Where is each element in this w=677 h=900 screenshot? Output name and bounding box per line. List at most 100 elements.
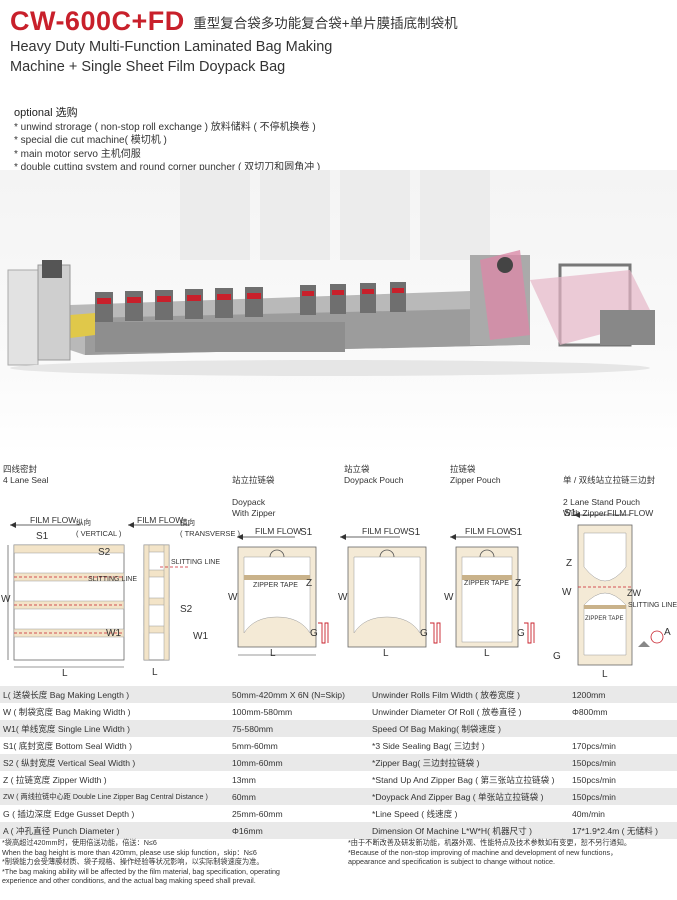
slitting-line-label: SLITTING LINE [88,576,138,583]
optional-list: optional 选购 * unwind strorage ( non-stop… [14,107,320,175]
g-label: G [553,651,561,662]
spec-cell: *Stand Up And Zipper Bag ( 第三张站立拉链袋 ) [372,774,555,785]
machine-photo [0,170,677,455]
film-flow-label: FILM FLOW [607,508,654,518]
note-line: When the bag height is more than 420mm, … [2,847,257,857]
optional-title: optional 选购 [14,107,78,119]
film-flow-label: FILM FLOW [30,515,77,525]
spec-cell: A ( 冲孔直径 Punch Diameter ) [3,825,120,836]
g-label: G [420,628,428,639]
bag-type-doypack-pouch: 站立袋 Doypack Pouch [344,464,404,486]
optional-item: * unwind strorage ( non-stop roll exchan… [14,121,316,133]
g-label: G [517,628,525,639]
optional-item: * special die cut machine( 模切机 ) [14,135,167,146]
spec-cell: W1( 单线宽度 Single Line Width ) [3,723,131,734]
diagram-transverse [128,522,190,661]
spec-cell: Unwinder Diameter Of Roll ( 放卷直径 ) [372,706,522,717]
diagram-4-lane [7,522,125,668]
spec-cell: 100mm-580mm [232,706,293,717]
spec-cell: S1( 底封宽度 Bottom Seal Width ) [3,740,132,751]
bag-type-doypack-zipper: 站立拉链袋 Doypack With Zipper [232,464,275,530]
spec-cell: 25mm-60mm [232,808,283,819]
z-label: Z [306,578,313,589]
title-en-line-2: Machine + Single Sheet Film Doypack Bag [10,59,286,75]
spec-cell: Z ( 拉链宽度 Zipper Width ) [3,774,107,785]
slitting-line-label: SLITTING LINE [171,559,221,566]
l-label: L [62,668,68,679]
title-en-line-1: Heavy Duty Multi-Function Laminated Bag … [10,39,333,55]
w1-label: W1 [106,628,121,639]
bag-type-en: 2 Lane Stand Pouch With Zipper [563,497,641,518]
spec-cell: Dimension Of Machine L*W*H( 机器尺寸 ) [372,825,532,836]
vertical-label: 纵向 ( VERTICAL ) [76,518,122,538]
l-label: L [270,648,276,659]
table-row: W1( 单线宽度 Single Line Width ) 75-580mm Sp… [0,720,677,737]
diagram-zipper-pouch [450,534,535,648]
s1-label: S1 [408,527,421,538]
zipper-tape-label: ZIPPER TAPE [585,616,624,622]
s2-label: S2 [98,547,111,558]
diagram-doypack-pouch [340,534,441,648]
table-row: L( 送袋长度 Bag Making Length ) 50mm-420mm X… [0,686,677,703]
table-row: W ( 制袋宽度 Bag Making Width ) 100mm-580mm … [0,703,677,720]
notes-left: *袋高超过420mm时，使用倍送功能，倍送：N≤6 When the bag h… [2,838,332,886]
z-label: Z [515,578,522,589]
title-cn: 重型复合袋多功能复合袋+单片膜插底制袋机 [193,15,458,31]
l-label: L [484,648,490,659]
zw-label: ZW [627,588,641,598]
table-row: Z ( 拉链宽度 Zipper Width ) 13mm *Stand Up A… [0,771,677,788]
spec-cell: 10mm-60mm [232,757,283,768]
spec-cell: 170pcs/min [572,740,616,751]
table-row: S2 ( 纵封宽度 Vertical Seal Width ) 10mm-60m… [0,754,677,771]
bag-type-cn: 四线密封 [3,464,38,474]
note-line: *由于不断改善及研发新功能，机器外观、性能特点及技术参数如有变更，恕不另行通知。 [348,838,632,847]
spec-cell: G ( 插边深度 Edge Gusset Depth ) [3,808,135,819]
table-row: ZW ( 两线拉链中心距 Double Line Zipper Bag Cent… [0,788,677,805]
note-line: experience and other conditions, and the… [2,876,256,886]
film-flow-label: FILM FLOW [362,526,409,536]
s2-label: S2 [180,604,193,615]
spec-cell: ZW ( 两线拉链中心距 Double Line Zipper Bag Cent… [3,791,208,801]
optional-item: * main motor servo 主机伺服 [14,148,141,160]
table-row: S1( 底封宽度 Bottom Seal Width ) 5mm-60mm *3… [0,737,677,754]
spec-cell: S2 ( 纵封宽度 Vertical Seal Width ) [3,757,136,768]
spec-cell: *Line Speed ( 线速度 ) [372,808,458,819]
l-label: L [152,667,158,678]
bag-type-cn: 单 / 双线站立拉链三边封 [563,475,656,485]
spec-table: L( 送袋长度 Bag Making Length ) 50mm-420mm X… [0,686,677,839]
bag-type-en: Doypack Pouch [344,475,404,485]
bag-type-cn: 站立拉链袋 [232,475,275,485]
film-flow-label: FILM FLOW [255,526,302,536]
spec-cell: Speed Of Bag Making( 制袋速度 ) [372,723,501,734]
spec-cell: Φ16mm [232,825,263,836]
s1-label: S1 [564,508,577,519]
spec-cell: W ( 制袋宽度 Bag Making Width ) [3,706,131,717]
w1-label: W1 [193,631,208,642]
bag-type-en: 4 Lane Seal [3,475,49,485]
diagram-doypack-zipper [237,534,329,656]
film-flow-label: FILM FLOW [465,526,512,536]
spec-cell: 60mm [232,791,256,802]
spec-cell: Unwinder Rolls Film Width ( 放卷宽度 ) [372,689,521,700]
film-flow-label: FILM FLOW [137,515,184,525]
note-line: *Because of the non-stop improving of ma… [348,847,618,857]
table-row: A ( 冲孔直径 Punch Diameter ) Φ16mm Dimensio… [0,822,677,839]
spec-cell: L( 送袋长度 Bag Making Length ) [3,689,130,700]
spec-cell: 1200mm [572,689,606,700]
bag-type-en: Zipper Pouch [450,475,501,485]
zipper-tape-label: ZIPPER TAPE [253,582,298,589]
diagram-2-lane-stand [574,512,664,666]
l-label: L [383,648,389,659]
machine-illustration [7,170,655,376]
spec-cell: 5mm-60mm [232,740,278,751]
slitting-line-label: SLITTING LINE [628,602,677,609]
bag-type-en: Doypack With Zipper [232,497,276,518]
s1-label: S1 [510,527,523,538]
w-label: W [1,594,11,605]
w-label: W [444,592,454,603]
header: CW-600C+FD 重型复合袋多功能复合袋+单片膜插底制袋机 Heavy Du… [10,6,670,77]
l-label: L [602,669,608,680]
bag-type-cn: 站立袋 [344,464,370,474]
notes-right: *由于不断改善及研发新功能，机器外观、性能特点及技术参数如有变更，恕不另行通知。… [348,838,673,867]
spec-cell: 150pcs/min [572,757,616,768]
